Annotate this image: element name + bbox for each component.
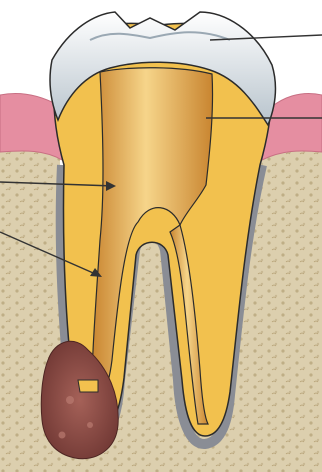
abscess-texture-2 — [87, 422, 93, 428]
tooth-tip-in-abscess — [78, 380, 98, 392]
abscess-texture-3 — [59, 432, 66, 439]
abscess-texture-1 — [66, 396, 74, 404]
